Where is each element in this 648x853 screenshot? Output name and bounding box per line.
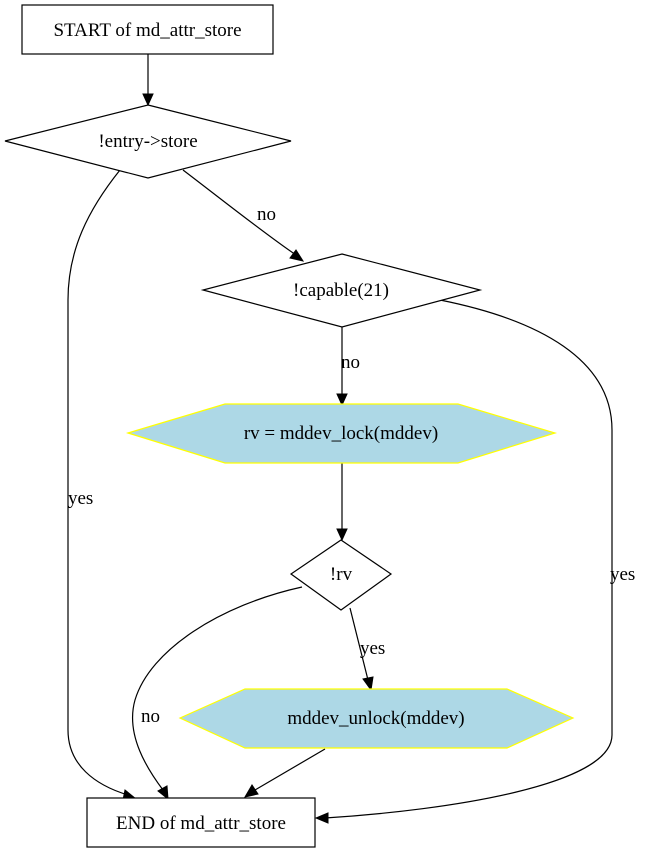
edge-capable-yes [324,299,613,819]
process-lock-shape [125,403,558,464]
arrowhead [336,528,348,542]
start-node-label: START of md_attr_store [53,20,241,41]
process-unlock-shape [178,688,575,749]
decision-rv-label: !rv [330,564,353,585]
decision-entry-store-label: !entry->store [98,131,197,152]
arrowhead [289,249,305,262]
edge-label-capable-yes: yes [610,564,635,585]
edge-entry-yes [67,169,129,796]
arrowhead [157,785,169,801]
decision-capable: !capable(21) [200,253,483,328]
edge-label-rv-no: no [141,706,160,727]
process-lock: rv = mddev_lock(mddev) [125,403,558,464]
decision-capable-label: !capable(21) [293,280,389,301]
arrowhead [362,676,374,692]
arrowhead [243,784,259,798]
decision-entry-store: !entry->store [4,104,292,179]
process-lock-label: rv = mddev_lock(mddev) [244,423,438,444]
start-node: START of md_attr_store [21,4,274,55]
edge-label-entry-no: no [257,204,276,225]
arrowhead [336,393,348,407]
edge-label-capable-no: no [341,352,360,373]
process-unlock-label: mddev_unlock(mddev) [287,708,464,729]
arrowhead [142,93,154,107]
edge-rv-no [131,586,303,791]
edge-label-rv-yes: yes [360,638,385,659]
end-node: END of md_attr_store [86,797,316,848]
edge-label-entry-yes: yes [68,488,93,509]
end-node-label: END of md_attr_store [116,813,286,834]
decision-rv: !rv [289,539,393,611]
process-unlock: mddev_unlock(mddev) [178,688,575,749]
edge-entry-no [182,169,297,256]
edge-rv-yes [349,607,369,681]
arrowhead [314,812,329,824]
edge-unlock-to-end [254,748,326,791]
